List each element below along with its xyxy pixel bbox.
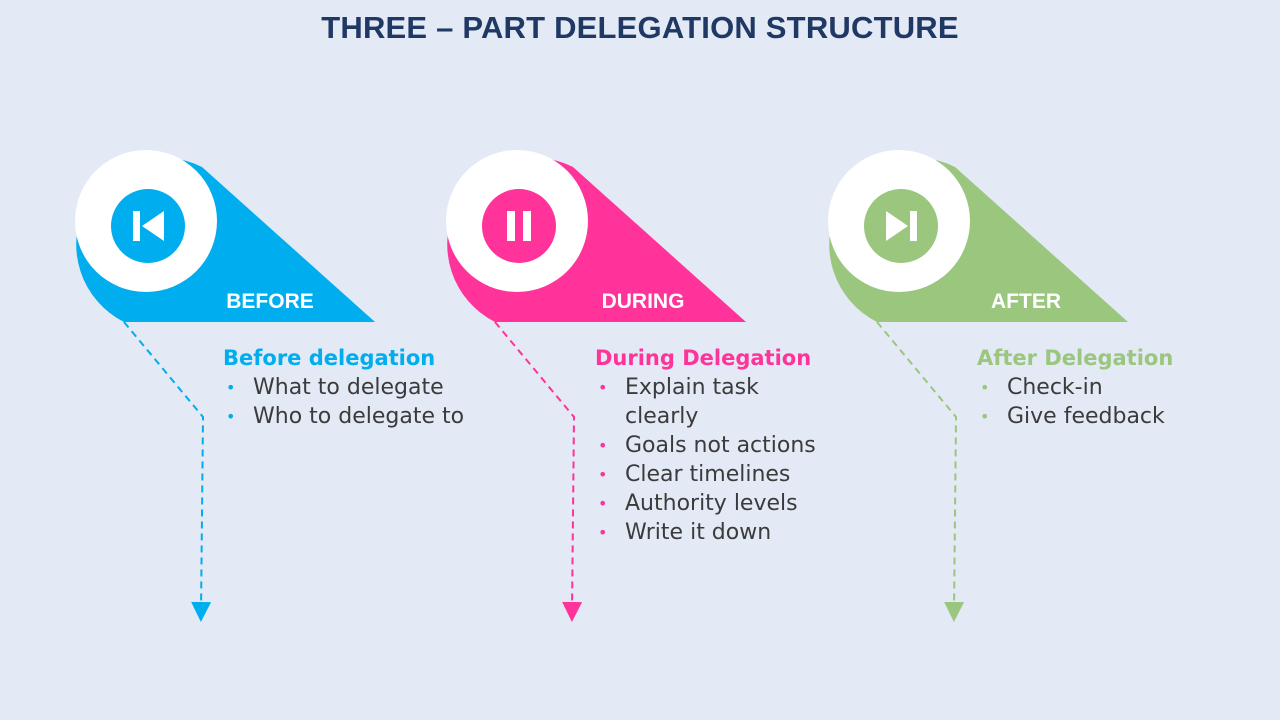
bullet-dot: • [980,407,990,426]
stage-during-label: DURING [602,290,685,313]
during-bullet-list: •Explain task clearly •Goals not actions… [595,373,855,547]
stage-after: AFTER [828,150,1128,622]
skip-forward-icon [886,211,917,241]
list-item: •Explain task clearly [598,375,759,429]
bullet-dot: • [598,523,608,542]
stage-before-connector [123,321,212,622]
list-item: •Who to delegate to [226,404,465,429]
during-text-block: During Delegation •Explain task clearly … [595,343,855,547]
bullet-dot: • [226,407,236,426]
stage-before: BEFORE [75,150,376,622]
slide-title: THREE – PART DELEGATION STRUCTURE [321,10,959,45]
stage-during-connector [494,321,583,622]
list-item: •Goals not actions [598,433,816,458]
pause-icon [507,211,531,241]
stage-after-label: AFTER [991,290,1061,313]
before-text-block: Before delegation •What to delegate •Who… [223,343,483,431]
skip-back-icon [133,211,164,241]
stage-during-icon-disc [482,189,556,263]
bullet-dot: • [598,465,608,484]
bullet-dot: • [598,494,608,513]
list-item: •Clear timelines [598,462,791,487]
list-item: •What to delegate [226,375,444,400]
bullet-dot: • [980,378,990,397]
stage-after-connector [876,321,965,622]
bullet-dot: • [598,378,608,397]
list-item: •Authority levels [598,491,798,516]
bullet-dot: • [598,436,608,455]
after-heading: After Delegation [977,346,1174,370]
list-item: •Give feedback [980,404,1165,429]
after-text-block: After Delegation •Check-in •Give feedbac… [977,343,1237,431]
after-bullet-list: •Check-in •Give feedback [977,373,1237,431]
stage-during: DURING [446,150,746,622]
before-heading: Before delegation [223,346,436,370]
bullet-dot: • [226,378,236,397]
list-item: •Check-in [980,375,1103,400]
stage-before-label: BEFORE [226,290,314,313]
before-bullet-list: •What to delegate •Who to delegate to [223,373,483,431]
list-item: •Write it down [598,520,772,545]
during-heading: During Delegation [595,346,812,370]
